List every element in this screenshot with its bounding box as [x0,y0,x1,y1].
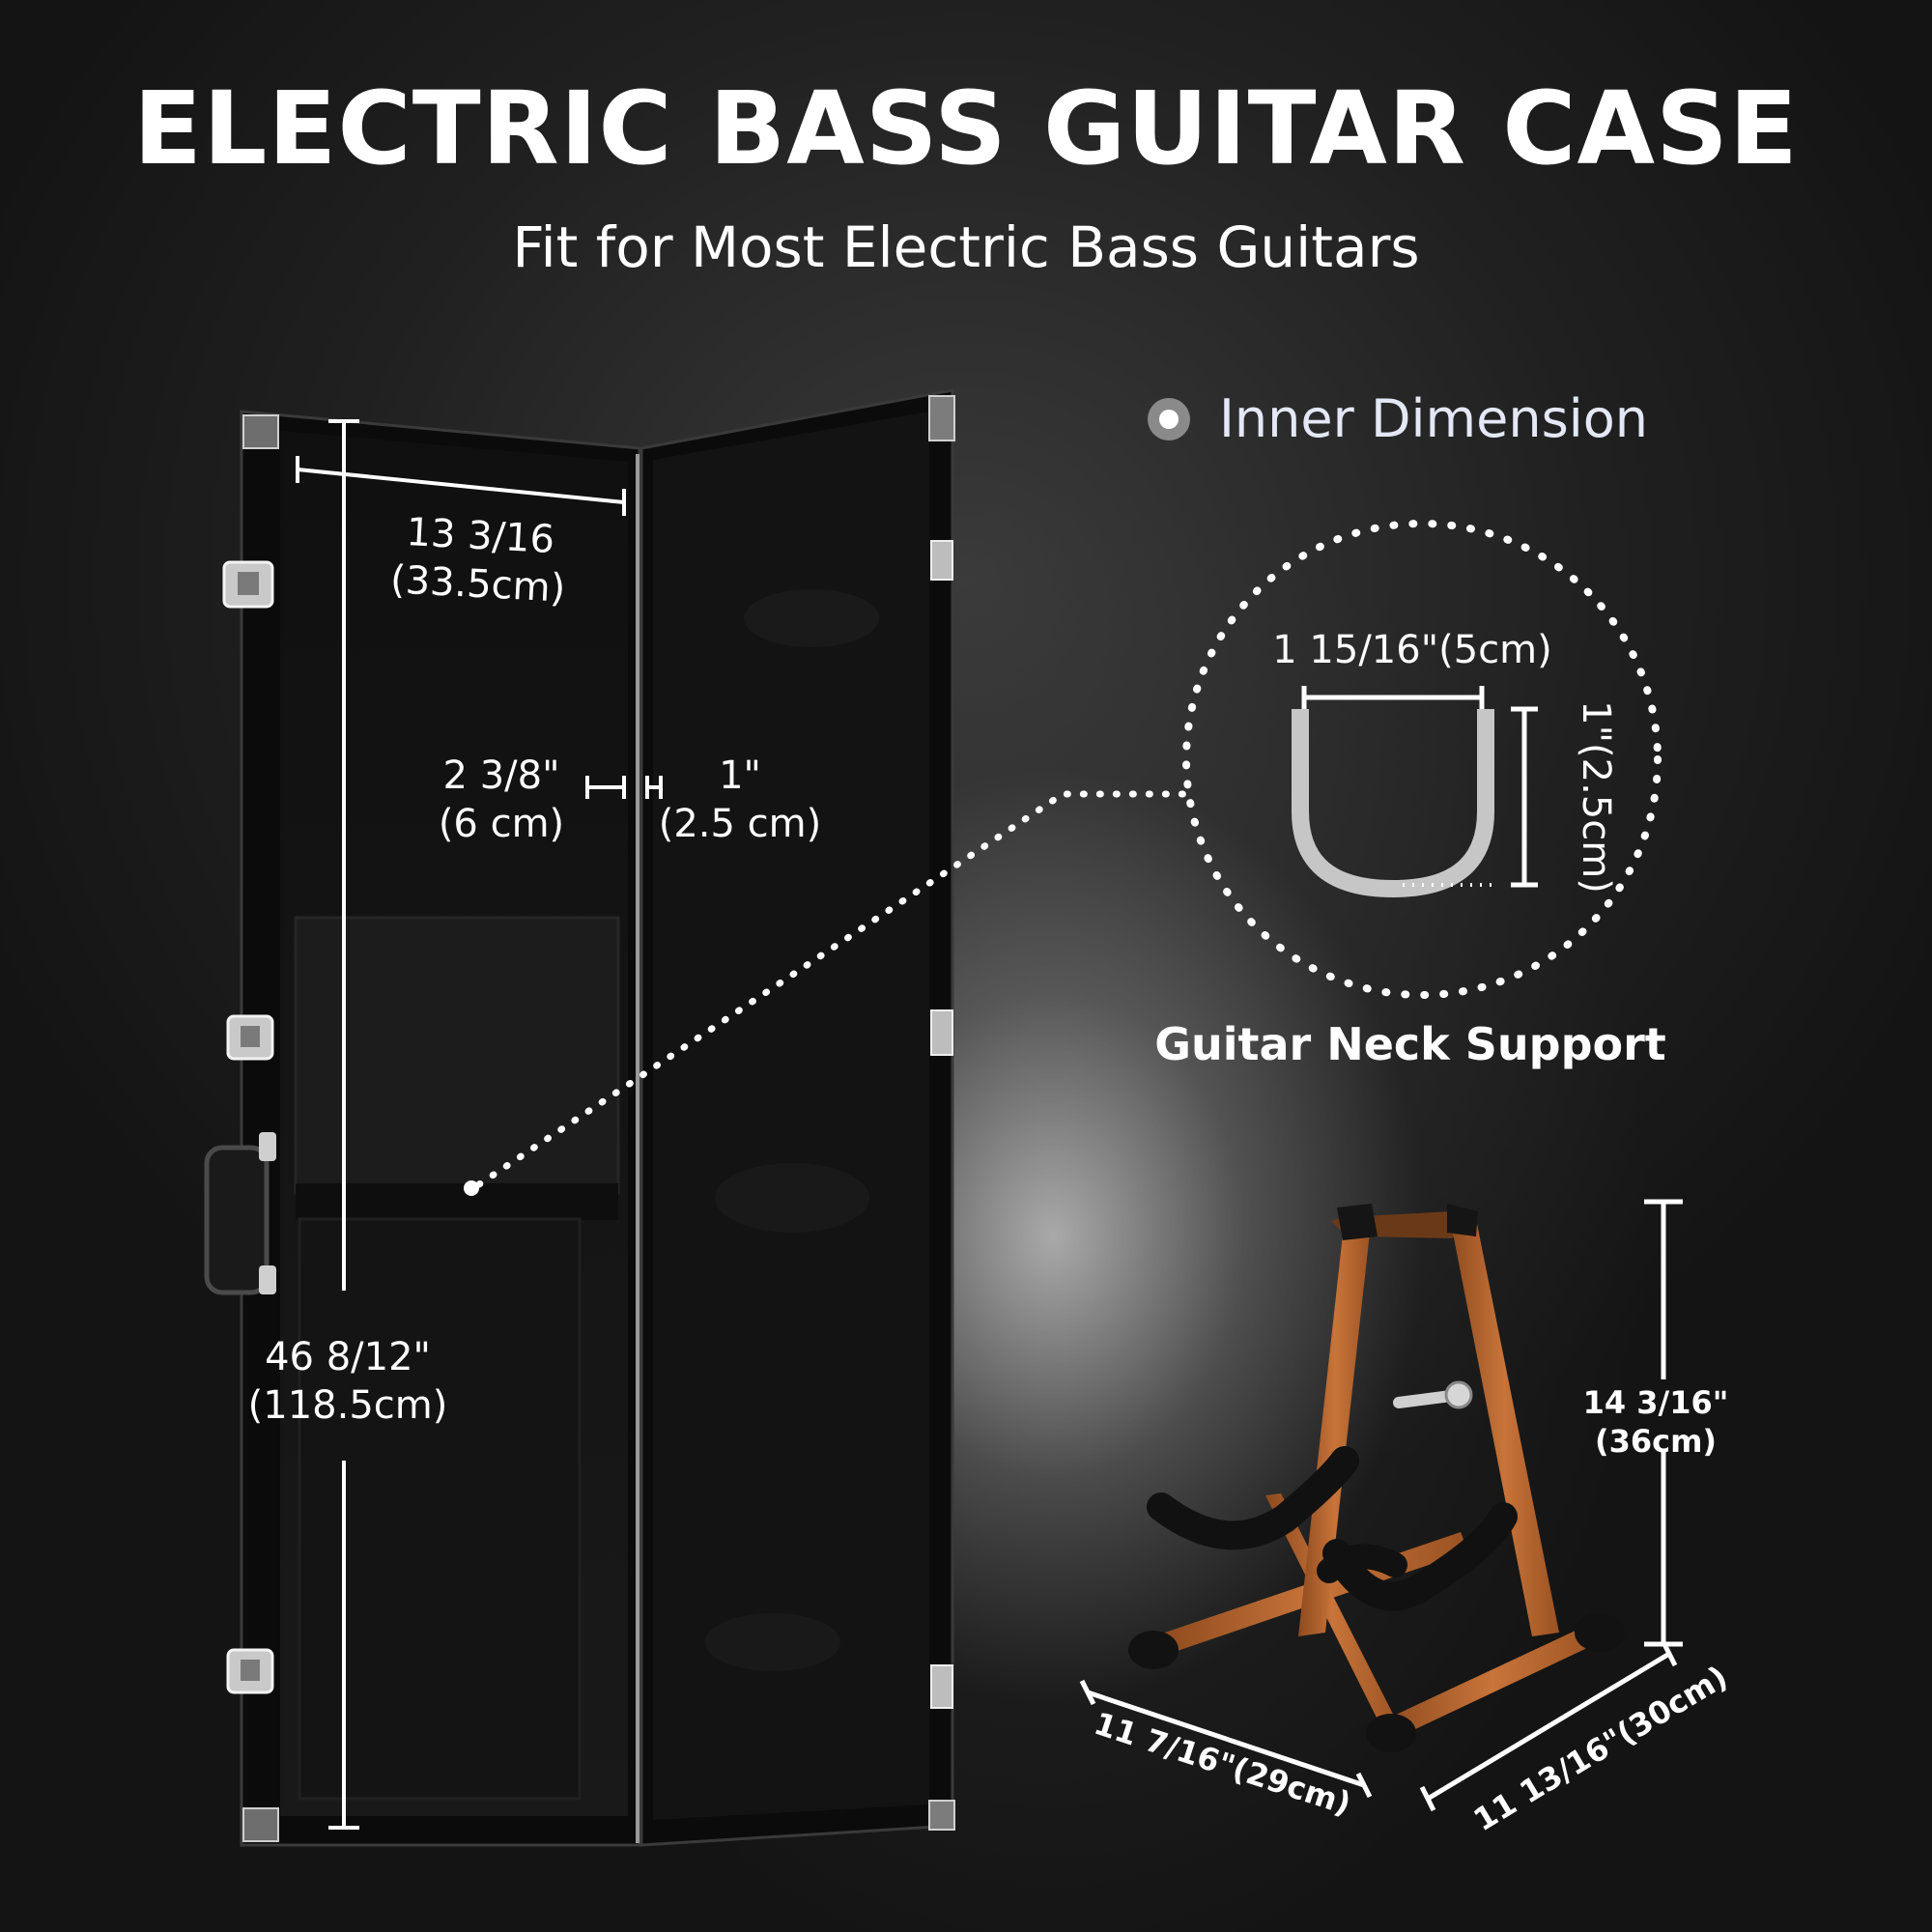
stand-width-dimension-line [1079,1679,1373,1799]
neck-support-u-shape [1292,686,1538,898]
page-subtitle: Fit for Most Electric Bass Guitars [512,214,1420,280]
guitar-stand [1128,1204,1625,1752]
neck-support-caption: Guitar Neck Support [1154,1018,1666,1070]
case-length-label: 46 8/12" (118.5cm) [247,1335,448,1428]
neck-support-height-label: 1"(2.5cm) [1574,700,1618,894]
case-handle-icon [204,1132,276,1295]
case-width-label: 13 3/16 (33.5cm) [388,510,567,611]
case-width-dimension-line [296,456,626,516]
callout-leader [464,790,1190,1196]
case-base [240,410,641,1847]
case-lid [639,388,955,1847]
stand-height-label: 14 3/16" (36cm) [1582,1384,1729,1460]
page-title: ELECTRIC BASS GUITAR CASE [133,70,1799,187]
latch-bottom [226,1648,274,1694]
lid-depth-label: 1" (2.5 cm) [658,753,822,846]
latch-top [222,560,274,609]
latch-middle [226,1014,274,1061]
legend-label: Inner Dimension [1219,388,1648,449]
legend: Inner Dimension [1148,388,1648,449]
case-depth-label: 2 3/8" (6 cm) [438,753,565,846]
case-depth-dimension-line [585,776,626,799]
neck-support-zoom-circle [1182,520,1662,999]
stand-height-dimension-line [1644,1199,1683,1647]
case-length-dimension-line [328,419,359,1830]
stand-depth-dimension-line [1419,1640,1678,1812]
legend-bullet-icon [1148,397,1190,440]
lid-depth-dimension-line [645,776,663,799]
neck-support-width-label: 1 15/16"(5cm) [1272,628,1552,672]
